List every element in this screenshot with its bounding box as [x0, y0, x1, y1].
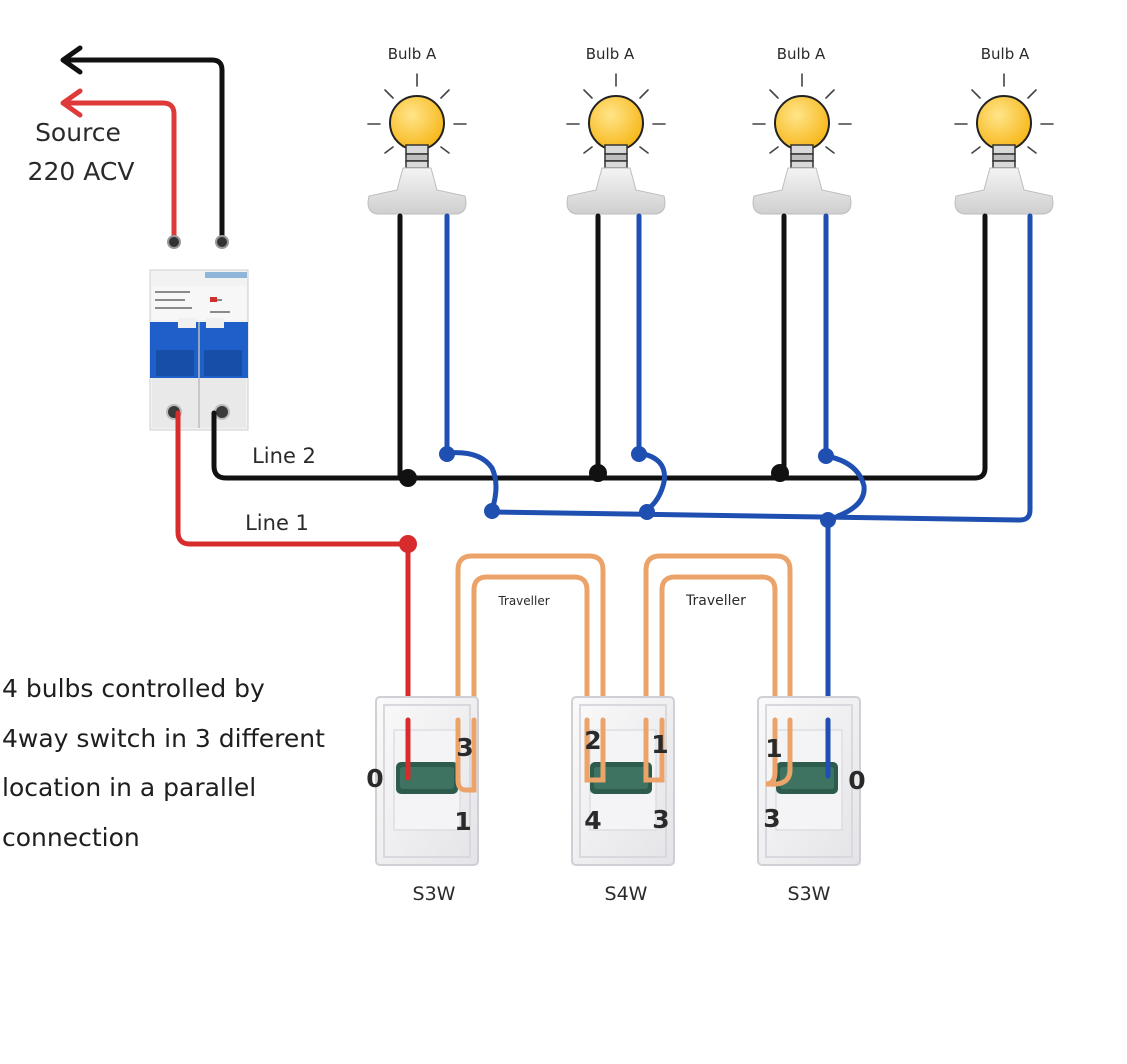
traveller-label-1: Traveller: [497, 594, 549, 608]
switch-1-terminal-a: 3: [456, 733, 473, 762]
switch-1: [375, 696, 479, 866]
switch-2-terminal-1: 1: [651, 730, 668, 759]
switch-1-name: S3W: [413, 883, 456, 905]
light-rays-icon: [566, 73, 666, 154]
bulb-glass-icon: [588, 95, 644, 151]
circuit-breaker: [149, 269, 249, 431]
source-live-arrow: [60, 88, 177, 245]
junction-dot: [399, 535, 417, 553]
bulb-1-label: Bulb A: [388, 45, 437, 63]
bulb-1: [367, 73, 467, 215]
bulb-3-label: Bulb A: [777, 45, 826, 63]
switch-1-terminal-b: 1: [454, 807, 471, 836]
light-rays-icon: [752, 73, 852, 154]
junction-dot: [639, 504, 655, 520]
switched-return-wire: [444, 213, 1033, 773]
switch-2-name: S4W: [605, 883, 648, 905]
bulb-holder: [367, 167, 467, 215]
junction-dot: [439, 446, 455, 462]
source-neutral-terminal: [215, 235, 229, 249]
switch-3-terminal-b: 3: [763, 804, 780, 833]
traveller-label-2: Traveller: [685, 593, 746, 609]
source-voltage-label: 220 ACV: [28, 157, 135, 186]
switch-3-name: S3W: [788, 883, 831, 905]
junction-dot: [818, 448, 834, 464]
source-live-terminal: [167, 235, 181, 249]
switch-1-terminal-common: 0: [366, 764, 383, 793]
junction-dot: [589, 464, 607, 482]
switch-3-terminal-a: 1: [765, 734, 782, 763]
light-rays-icon: [367, 73, 467, 154]
junction-dot: [631, 446, 647, 462]
bulb-holder: [752, 167, 852, 215]
bulb-2: [566, 73, 666, 215]
switch-2-terminal-2: 2: [584, 726, 601, 755]
switch-3-terminal-common: 0: [848, 766, 865, 795]
description-line: 4way switch in 3 different: [2, 723, 325, 753]
bulb-2-label: Bulb A: [586, 45, 635, 63]
junction-dot: [399, 469, 417, 487]
bulb-glass-icon: [389, 95, 445, 151]
bulb-4: [954, 73, 1054, 215]
bulb-glass-icon: [774, 95, 830, 151]
line-1-label: Line 1: [245, 511, 309, 535]
junction-dot: [771, 464, 789, 482]
switch-2-terminal-3: 3: [652, 805, 669, 834]
line-2-label: Line 2: [252, 444, 316, 468]
bulb-holder: [954, 167, 1054, 215]
line-1-wire: [175, 410, 411, 778]
bulb-4-label: Bulb A: [981, 45, 1030, 63]
source-label: Source: [35, 118, 121, 147]
description-line: location in a parallel: [2, 773, 257, 802]
bulb-3: [752, 73, 852, 215]
junction-dot: [820, 512, 836, 528]
switch-wire-ends: [405, 717, 831, 793]
bulb-glass-icon: [976, 95, 1032, 151]
description-line: 4 bulbs controlled by: [2, 674, 265, 703]
line-2-wire: [211, 213, 988, 481]
junction-dot: [484, 503, 500, 519]
traveller-wires: [455, 553, 793, 793]
switch-2-terminal-4: 4: [584, 806, 601, 835]
bulb-holder: [566, 167, 666, 215]
light-rays-icon: [954, 73, 1054, 154]
description-line: connection: [2, 822, 140, 852]
description-text: 4 bulbs controlled by 4way switch in 3 d…: [2, 664, 362, 862]
source-neutral-arrow: [60, 45, 225, 245]
